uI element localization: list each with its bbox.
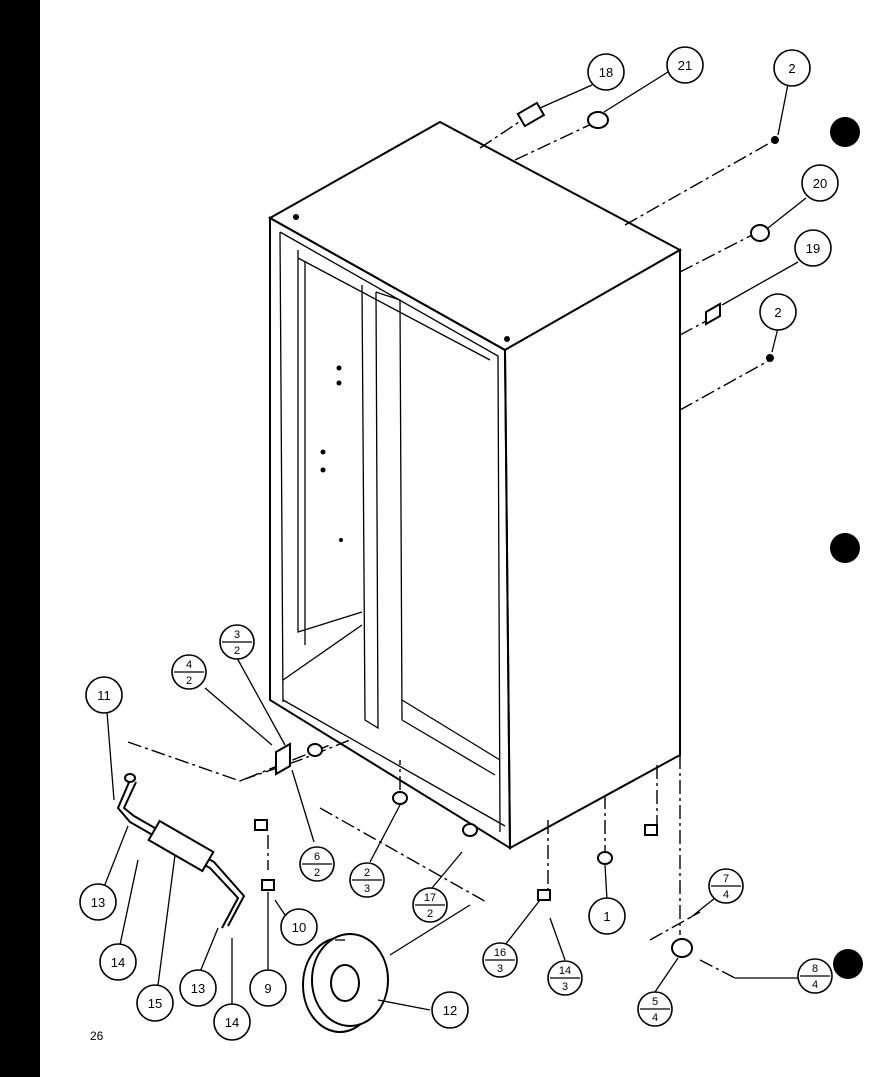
svg-text:2: 2 xyxy=(234,645,240,657)
svg-text:3: 3 xyxy=(562,981,568,993)
callout-14-3: 143 xyxy=(547,960,583,996)
callout-11: 11 xyxy=(85,676,123,714)
svg-text:14: 14 xyxy=(111,955,125,970)
svg-text:4: 4 xyxy=(652,1012,658,1024)
svg-text:9: 9 xyxy=(264,981,271,996)
roller-part-5 xyxy=(671,938,693,958)
svg-text:6: 6 xyxy=(314,851,320,863)
svg-text:14: 14 xyxy=(559,965,571,977)
callout-2-top: 2 xyxy=(773,49,811,87)
callout-20: 20 xyxy=(801,164,839,202)
page-number: 26 xyxy=(90,1029,104,1043)
svg-text:13: 13 xyxy=(191,981,205,996)
svg-text:21: 21 xyxy=(678,58,692,73)
clip-part-16 xyxy=(537,889,551,901)
tube-assembly xyxy=(116,773,246,929)
callout-8-4: 84 xyxy=(797,958,833,994)
hinge-bracket-part-3 xyxy=(275,742,291,776)
gasket-ring-part-12 xyxy=(302,933,389,1033)
svg-text:4: 4 xyxy=(186,659,192,671)
leveler-foot-part-2-3 xyxy=(392,791,408,805)
svg-text:19: 19 xyxy=(806,241,820,256)
svg-text:14: 14 xyxy=(225,1015,239,1030)
punch-hole-bottom xyxy=(833,949,863,979)
callout-19: 19 xyxy=(794,229,832,267)
svg-text:7: 7 xyxy=(723,873,729,885)
svg-text:3: 3 xyxy=(497,963,503,975)
svg-text:2: 2 xyxy=(364,867,370,879)
leveler-foot-rear xyxy=(462,823,478,837)
callout-6-2: 62 xyxy=(299,846,335,882)
callout-10: 10 xyxy=(280,908,318,946)
bushing-part-21 xyxy=(587,111,609,129)
callout-leaders xyxy=(103,71,807,1011)
svg-text:12: 12 xyxy=(443,1003,457,1018)
svg-text:8: 8 xyxy=(812,963,818,975)
svg-text:13: 13 xyxy=(91,895,105,910)
callout-18: 18 xyxy=(587,53,625,91)
svg-text:2: 2 xyxy=(788,61,795,76)
svg-text:2: 2 xyxy=(427,908,433,920)
svg-text:16: 16 xyxy=(494,947,506,959)
svg-text:20: 20 xyxy=(813,176,827,191)
screw-part-2-side xyxy=(766,354,774,362)
svg-text:2: 2 xyxy=(774,305,781,320)
callout-4-2: 42 xyxy=(171,654,207,690)
callout-14-left: 14 xyxy=(99,943,137,981)
svg-text:1: 1 xyxy=(603,909,610,924)
svg-text:3: 3 xyxy=(364,883,370,895)
svg-text:2: 2 xyxy=(314,867,320,879)
svg-text:4: 4 xyxy=(812,979,818,991)
callout-3-2: 32 xyxy=(219,624,255,660)
callout-17-2: 172 xyxy=(412,887,448,923)
leveler-foot-part-1 xyxy=(597,851,613,865)
bracket-part-18 xyxy=(516,101,546,128)
svg-text:11: 11 xyxy=(97,688,111,703)
callout-14-right: 14 xyxy=(213,1003,251,1041)
screw-part-2-top xyxy=(771,136,779,144)
callout-7-4: 74 xyxy=(708,868,744,904)
callout-5-4: 54 xyxy=(637,991,673,1027)
callout-9: 9 xyxy=(249,969,287,1007)
clip-part-right xyxy=(644,824,658,836)
callout-13-left: 13 xyxy=(79,883,117,921)
callout-1: 1 xyxy=(588,897,626,935)
leveler-foot-left xyxy=(307,743,323,757)
callout-12: 12 xyxy=(431,991,469,1029)
callout-16-3: 163 xyxy=(482,942,518,978)
callout-13-right: 13 xyxy=(179,969,217,1007)
callout-2-side: 2 xyxy=(759,293,797,331)
svg-text:3: 3 xyxy=(234,629,240,641)
svg-text:2: 2 xyxy=(186,675,192,687)
punch-hole-top xyxy=(830,117,860,147)
clip-part-left xyxy=(254,819,268,831)
svg-text:4: 4 xyxy=(723,889,729,901)
clip-part-9 xyxy=(261,879,275,891)
svg-text:10: 10 xyxy=(292,920,306,935)
callout-21: 21 xyxy=(666,46,704,84)
leader-lines xyxy=(127,117,776,979)
callout-15: 15 xyxy=(136,984,174,1022)
bracket-part-19 xyxy=(705,302,721,326)
svg-text:18: 18 xyxy=(599,65,613,80)
callout-2-3: 23 xyxy=(349,862,385,898)
bushing-part-20 xyxy=(750,224,770,242)
svg-text:17: 17 xyxy=(424,892,436,904)
svg-text:15: 15 xyxy=(148,996,162,1011)
cabinet-shell xyxy=(267,120,683,850)
svg-text:5: 5 xyxy=(652,996,658,1008)
punch-hole-middle xyxy=(830,533,860,563)
